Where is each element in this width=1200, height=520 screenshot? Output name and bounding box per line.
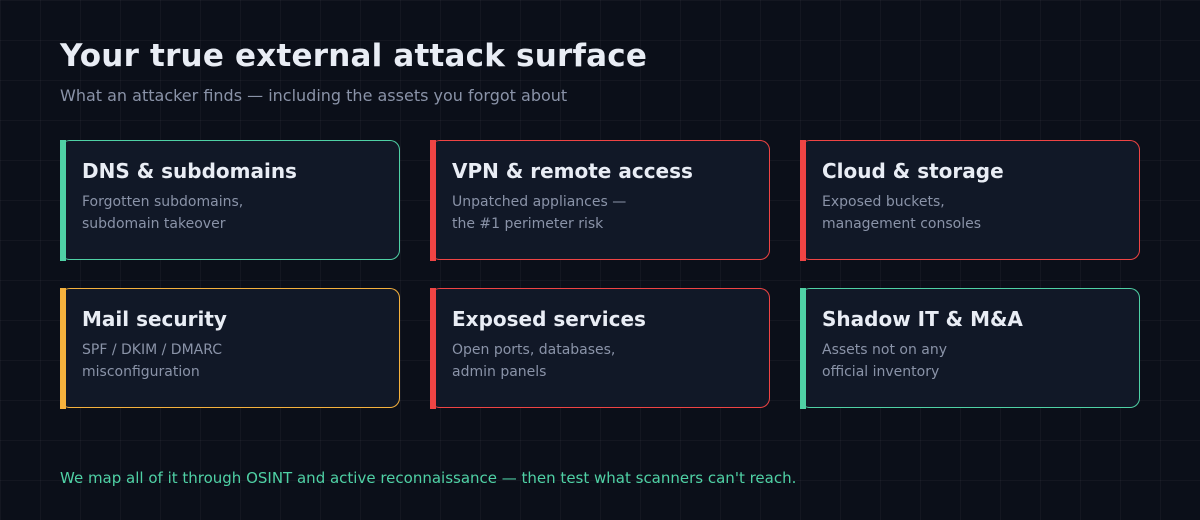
card-description: Exposed buckets, management consoles [822,191,1119,235]
card-title: Exposed services [452,307,646,331]
card-description: SPF / DKIM / DMARC misconfiguration [82,339,379,383]
card-description-line: subdomain takeover [82,216,226,232]
card-mail-security: Mail security SPF / DKIM / DMARC misconf… [60,287,400,409]
card-description: Open ports, databases, admin panels [452,339,749,383]
card-description: Unpatched appliances — the #1 perimeter … [452,191,749,235]
card-description-line: Open ports, databases, [452,342,616,358]
card-description-line: Forgotten subdomains, [82,194,244,210]
card-accent-bar [800,139,806,261]
card-description: Assets not on any official inventory [822,339,1119,383]
card-title: Cloud & storage [822,159,1004,183]
page-title: Your true external attack surface [60,38,648,74]
card-description-line: management consoles [822,216,982,232]
card-accent-bar [800,287,806,409]
card-description-line: Exposed buckets, [822,194,945,210]
footer-tagline: We map all of it through OSINT and activ… [60,469,797,487]
card-accent-bar [430,287,436,409]
card-accent-bar [60,287,66,409]
card-shadow-it: Shadow IT & M&A Assets not on any offici… [800,287,1140,409]
card-title: DNS & subdomains [82,159,297,183]
card-description-line: Assets not on any [822,342,948,358]
card-dns-subdomains: DNS & subdomains Forgotten subdomains, s… [60,139,400,261]
page-subtitle: What an attacker finds — including the a… [60,86,568,105]
card-description-line: the #1 perimeter risk [452,216,604,232]
card-description-line: official inventory [822,364,940,380]
card-title: VPN & remote access [452,159,693,183]
card-description-line: Unpatched appliances — [452,194,627,210]
card-accent-bar [430,139,436,261]
card-description-line: misconfiguration [82,364,200,380]
card-description-line: SPF / DKIM / DMARC [82,342,223,358]
card-exposed-services: Exposed services Open ports, databases, … [430,287,770,409]
card-title: Mail security [82,307,227,331]
card-description: Forgotten subdomains, subdomain takeover [82,191,379,235]
card-cloud-storage: Cloud & storage Exposed buckets, managem… [800,139,1140,261]
card-vpn-remote-access: VPN & remote access Unpatched appliances… [430,139,770,261]
card-description-line: admin panels [452,364,547,380]
card-accent-bar [60,139,66,261]
card-title: Shadow IT & M&A [822,307,1023,331]
